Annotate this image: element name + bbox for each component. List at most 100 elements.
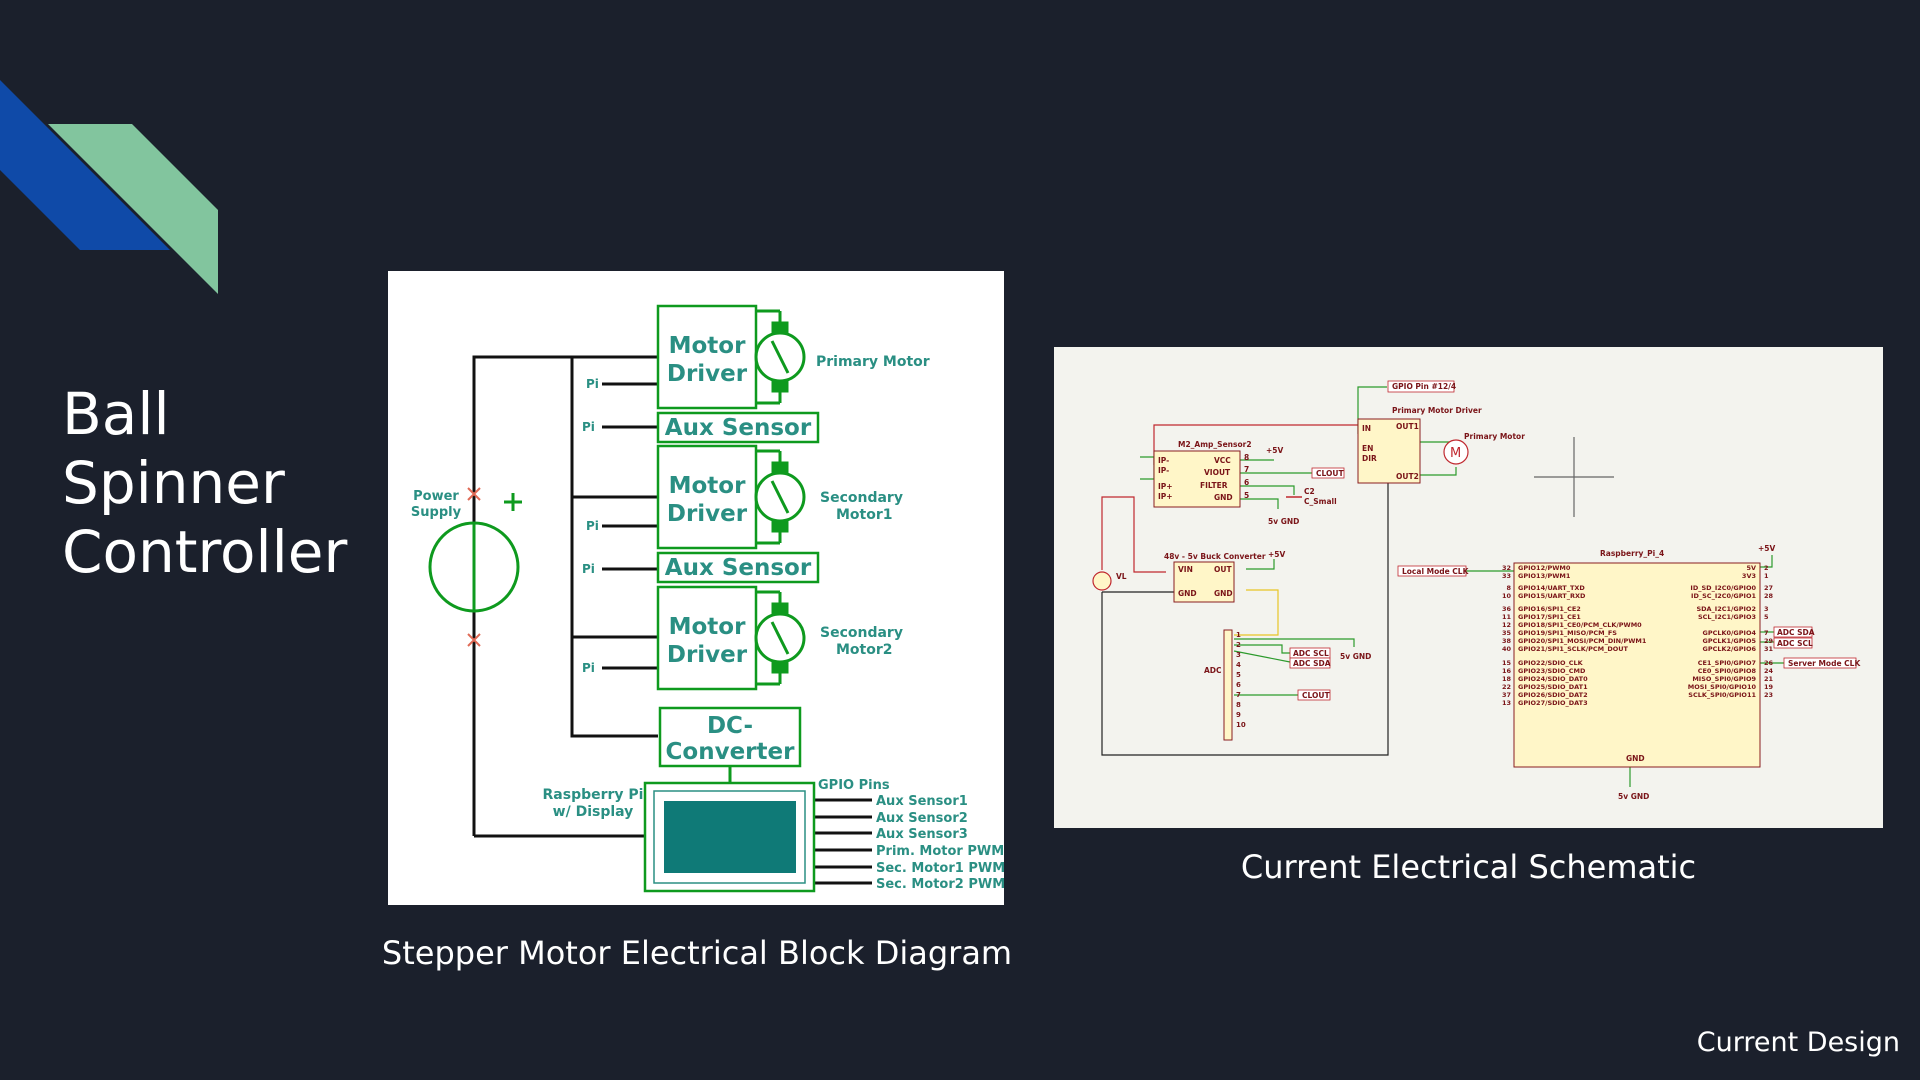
secondary-motor1-line1: Secondary xyxy=(820,490,903,506)
aux-sensor-2-box xyxy=(656,551,820,584)
pi-label-1: Pi xyxy=(586,377,599,391)
gpio-output-6: Sec. Motor2 PWM xyxy=(876,877,1004,892)
bus-wire-outer xyxy=(472,355,658,836)
primary-driver-title: Primary Motor Driver xyxy=(1392,406,1482,415)
pi-label-5: Pi xyxy=(582,661,595,675)
rpi-left-num-3: 10 xyxy=(1502,592,1512,600)
rpi-left-pin-9: GPIO21/SPI1_SCLK/PCM_DOUT xyxy=(1518,645,1629,653)
rpi-right-num-12: 19 xyxy=(1764,683,1774,691)
pi-label-4: Pi xyxy=(582,562,595,576)
adc-header-num-3: 4 xyxy=(1236,661,1241,669)
electrical-schematic: M GPIO Pin #12/4 Primary Motor Driver Pr… xyxy=(1092,380,1861,801)
adc-header-num-9: 10 xyxy=(1236,721,1246,729)
title-line-3: Controller xyxy=(62,518,348,586)
rpi-right-pin-7: GPCLK1/GPIO5 xyxy=(1702,637,1756,645)
motor-driver-block xyxy=(1357,418,1421,484)
buck-vin: VIN xyxy=(1178,565,1193,574)
wire-buck-out xyxy=(1246,559,1275,570)
motor-driver-2-box xyxy=(656,444,758,550)
amp-pin-filter: FILTER xyxy=(1200,481,1228,490)
rpi-left-pin-1: GPIO13/PWM1 xyxy=(1518,572,1571,580)
rpi-right-pin-4: SDA_I2C1/GPIO2 xyxy=(1696,605,1756,613)
title-line-2: Spinner xyxy=(62,449,285,517)
adc-header-num-0: 1 xyxy=(1236,631,1241,639)
rpi-left-num-8: 38 xyxy=(1502,637,1512,645)
gpio-output-5: Sec. Motor1 PWM xyxy=(876,861,1004,876)
driver-pin-en: EN xyxy=(1362,444,1373,453)
wire-buck-gnd xyxy=(1234,589,1279,636)
rpi-scl-label: ADC SCL xyxy=(1777,639,1813,648)
rpi-right-pin-8: GPCLK2/GPIO6 xyxy=(1702,645,1756,653)
gpio-output-2: Aux Sensor2 xyxy=(876,811,968,826)
rpi-left-num-9: 40 xyxy=(1502,645,1512,653)
buck-gnd-left: GND xyxy=(1178,589,1197,598)
amp-pin-ip-1: IP- xyxy=(1158,456,1169,465)
rpi-sda-tag xyxy=(1773,626,1813,638)
block-diagram-caption: Stepper Motor Electrical Block Diagram xyxy=(381,934,1013,972)
amp-pin-viout: VIOUT xyxy=(1204,468,1231,477)
vl-source-icon xyxy=(1092,571,1112,591)
rpi-left-num-11: 16 xyxy=(1502,667,1512,675)
rpi-right-pin-6: GPCLK0/GPIO4 xyxy=(1702,629,1756,637)
motor-driver-1-line2: Driver xyxy=(667,361,748,387)
rpi-scl-tag xyxy=(1773,637,1813,649)
rpi-left-num-0: 32 xyxy=(1502,564,1511,572)
wire-amp-to-driver xyxy=(1153,424,1358,434)
gnd5v-label-2: 5v GND xyxy=(1340,652,1371,661)
gpio-pins-label: GPIO Pins xyxy=(818,778,890,793)
block-diagram-panel: Pi Pi Pi Pi Pi Motor Driver Motor Driver… xyxy=(388,271,1005,905)
rpi-left-pin-5: GPIO17/SPI1_CE1 xyxy=(1518,613,1581,621)
amp-pin-num-8: 8 xyxy=(1244,453,1249,462)
gnd5v-label-3: 5v GND xyxy=(1618,792,1649,801)
rpi-left-pin-13: GPIO25/SDIO_DAT1 xyxy=(1518,683,1588,691)
adc-header-num-1: 2 xyxy=(1236,641,1241,649)
raspberry-line1: Raspberry Pi xyxy=(543,787,644,803)
c2-label: C2 xyxy=(1304,487,1315,496)
rpi-left-pin-3: GPIO15/UART_RXD xyxy=(1518,592,1586,600)
driver-out1: OUT1 xyxy=(1396,422,1419,431)
motor-driver-3-line2: Driver xyxy=(667,642,748,668)
rpi-right-num-1: 1 xyxy=(1764,572,1769,580)
rpi-right-pin-12: MOSI_SPI0/GPIO10 xyxy=(1688,683,1757,691)
rpi-right-pin-11: MISO_SPI0/GPIO9 xyxy=(1692,675,1756,683)
clout-label-1: CLOUT xyxy=(1316,469,1344,478)
rpi-right-num-7: 29 xyxy=(1764,637,1774,645)
motor-symbol-letter: M xyxy=(1450,446,1461,461)
bus-wire-inner xyxy=(570,357,658,738)
rpi-sda-label: ADC SDA xyxy=(1777,628,1815,637)
rpi-right-pin-1: 3V3 xyxy=(1742,572,1756,580)
rpi-right-num-10: 24 xyxy=(1764,667,1774,675)
rpi-right-pin-5: SCL_I2C1/GPIO3 xyxy=(1698,613,1756,621)
dc-converter-line1: DC- xyxy=(707,713,753,739)
buck-out: OUT xyxy=(1214,565,1232,574)
adc-sda-label: ADC SDA xyxy=(1293,659,1331,668)
wire-adc-gnd xyxy=(1234,638,1355,647)
gpio-pin-tag xyxy=(1387,380,1455,393)
rpi-left-pin-4: GPIO16/SPI1_CE2 xyxy=(1518,605,1581,613)
rpi-right-pin-13: SCLK_SPI0/GPIO11 xyxy=(1688,691,1756,699)
primary-motor-label: Primary Motor xyxy=(816,354,930,370)
secondary-motor1-icon xyxy=(754,449,806,545)
rpi-left-num-7: 35 xyxy=(1502,629,1512,637)
schematic-caption: Current Electrical Schematic xyxy=(1240,848,1697,886)
rpi-right-num-9: 26 xyxy=(1764,659,1774,667)
dc-converter-line2: Converter xyxy=(666,739,796,765)
rpi-title: Raspberry_Pi_4 xyxy=(1600,549,1664,558)
amp-sensor-block xyxy=(1153,450,1241,508)
adc-header-num-6: 7 xyxy=(1236,691,1241,699)
adc-header-num-7: 8 xyxy=(1236,701,1241,709)
rpi-right-pin-10: CE0_SPI0/GPIO8 xyxy=(1698,667,1757,675)
title-line-1: Ball xyxy=(62,380,170,448)
primary-motor-icon xyxy=(754,309,806,405)
rpi-right-pin-0: 5V xyxy=(1746,564,1756,572)
rpi-left-num-1: 33 xyxy=(1502,572,1511,580)
corner-decoration xyxy=(0,80,218,294)
amp-pin-num-6: 6 xyxy=(1244,478,1249,487)
c-small-label: C_Small xyxy=(1304,497,1337,506)
rpi-left-pin-7: GPIO19/SPI1_MISO/PCM_FS xyxy=(1518,629,1617,637)
rpi-left-num-13: 22 xyxy=(1502,683,1511,691)
rpi-left-pin-10: GPIO22/SDIO_CLK xyxy=(1518,659,1584,667)
secondary-motor2-line1: Secondary xyxy=(820,625,903,641)
rpi-right-pin-9: CE1_SPI0/GPIO7 xyxy=(1698,659,1756,667)
slide-footer: Current Design xyxy=(1696,1027,1900,1058)
